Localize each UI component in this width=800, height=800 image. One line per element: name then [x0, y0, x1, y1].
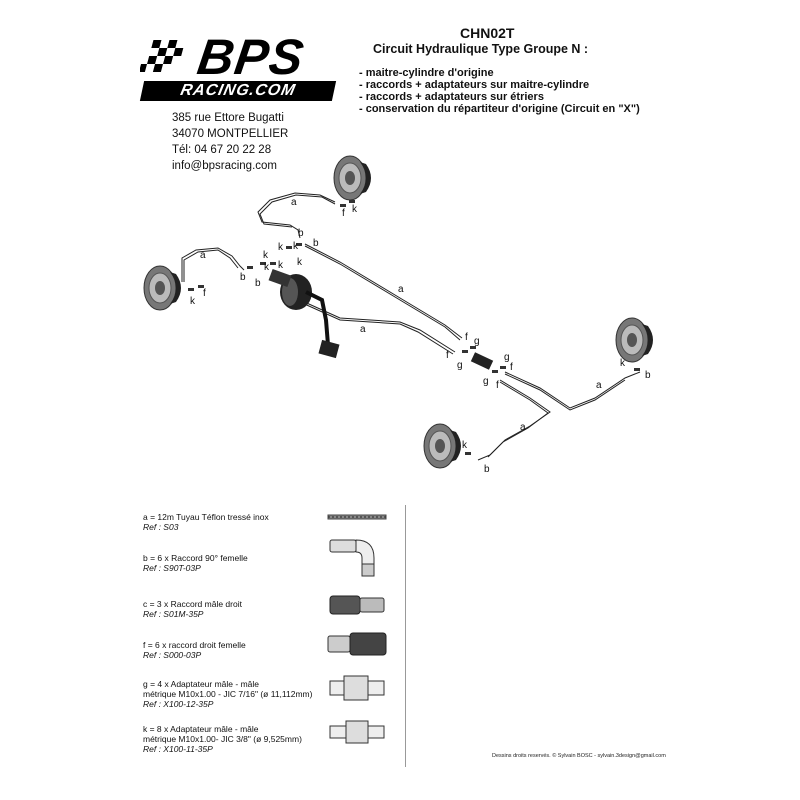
label-a: a	[360, 324, 366, 335]
address-email: info@bpsracing.com	[172, 160, 277, 172]
label-f: f	[446, 350, 449, 361]
feature-list: - maitre-cylindre d'origine - raccords +…	[359, 67, 640, 115]
label-g: g	[483, 376, 489, 387]
label-g: g	[474, 336, 480, 347]
label-a: a	[520, 422, 526, 433]
part-reference: Ref : S000-03P	[143, 650, 202, 660]
part-description: f = 6 x raccord droit femelle	[143, 640, 246, 650]
part-specification: métrique M10x1.00- JIC 3/8" (ø 9,525mm)	[143, 734, 302, 744]
label-k: k	[620, 358, 626, 369]
label-b: b	[240, 272, 246, 283]
label-f: f	[510, 362, 513, 373]
brake-line	[304, 245, 461, 341]
label-b: b	[484, 464, 490, 475]
part-item: k = 8 x Adaptateur mâle - mâle métrique …	[143, 724, 302, 754]
part-reference: Ref : X100-11-35P	[143, 744, 213, 754]
brake-disc-rear-left	[423, 423, 462, 469]
label-b: b	[255, 278, 261, 289]
adapter-3-8-icon	[329, 720, 385, 744]
label-b: b	[298, 228, 304, 239]
divider	[405, 505, 406, 767]
straight-male-fitting-icon	[329, 595, 385, 615]
brake-line	[487, 381, 549, 458]
part-item: g = 4 x Adaptateur mâle - mâle métrique …	[143, 679, 312, 709]
brake-line	[504, 371, 641, 409]
label-k: k	[190, 296, 196, 307]
part-description: a = 12m Tuyau Téflon tressé inox	[143, 512, 269, 522]
copyright-notice: Dessins droits reservés. © Sylvain BOSC …	[492, 753, 666, 759]
label-a: a	[200, 250, 206, 261]
brake-line	[183, 249, 239, 282]
part-reference: Ref : S03	[143, 522, 179, 532]
label-k: k	[263, 250, 269, 261]
part-item: f = 6 x raccord droit femelle Ref : S000…	[143, 640, 246, 660]
brake-line	[257, 192, 336, 239]
master-cylinder	[268, 268, 340, 359]
label-a: a	[398, 284, 404, 295]
part-item: b = 6 x Raccord 90° femelle Ref : S90T-0…	[143, 553, 248, 573]
brake-line	[181, 247, 245, 282]
part-description: k = 8 x Adaptateur mâle - mâle	[143, 724, 259, 734]
adapter-7-16-icon	[329, 675, 385, 701]
label-f: f	[496, 380, 499, 391]
address-city: 34070 MONTPELLIER	[172, 128, 289, 140]
part-description: c = 3 x Raccord mâle droit	[143, 599, 242, 609]
label-b: b	[313, 238, 319, 249]
label-f: f	[203, 288, 206, 299]
part-description: b = 6 x Raccord 90° femelle	[143, 553, 248, 563]
label-k: k	[352, 204, 358, 215]
label-k: k	[293, 241, 299, 252]
feature-item: - raccords + adaptateurs sur maitre-cyli…	[359, 79, 590, 91]
braided-hose-icon	[327, 514, 387, 520]
label-k: k	[297, 257, 303, 268]
label-a: a	[291, 197, 297, 208]
part-specification: métrique M10x1.00 - JIC 7/16" (ø 11,112m…	[143, 689, 313, 699]
elbow-fitting-icon	[329, 539, 375, 577]
label-k: k	[264, 262, 270, 273]
label-f: f	[465, 332, 468, 343]
kit-reference: CHN02T	[460, 25, 515, 41]
company-address: 385 rue Ettore Bugatti 34070 MONTPELLIER…	[172, 110, 288, 174]
label-b: b	[645, 370, 651, 381]
part-reference: Ref : X100-12-35P	[143, 699, 214, 709]
checkered-flag-icon	[140, 40, 184, 72]
circuit-title: Circuit Hydraulique Type Groupe N :	[373, 42, 589, 56]
label-g: g	[504, 352, 510, 363]
part-reference: Ref : S90T-03P	[143, 563, 201, 573]
brake-splitter	[470, 352, 494, 370]
label-g: g	[457, 360, 463, 371]
address-phone: Tél: 04 67 20 22 28	[172, 144, 272, 156]
part-item: a = 12m Tuyau Téflon tressé inox Ref : S…	[143, 512, 269, 532]
brake-disc-rear-right	[615, 317, 654, 363]
label-k: k	[462, 440, 468, 451]
brake-disc-front-right	[333, 155, 372, 201]
brake-disc-front-left	[143, 265, 182, 311]
straight-female-fitting-icon	[327, 632, 387, 656]
brake-line	[259, 194, 336, 228]
part-reference: Ref : S01M-35P	[143, 609, 204, 619]
address-street: 385 rue Ettore Bugatti	[172, 112, 284, 124]
label-k: k	[278, 242, 284, 253]
brake-line	[504, 373, 626, 411]
label-k: k	[278, 260, 284, 271]
brake-line	[304, 243, 463, 339]
label-a: a	[596, 380, 602, 391]
label-f: f	[342, 208, 345, 219]
part-item: c = 3 x Raccord mâle droit Ref : S01M-35…	[143, 599, 242, 619]
feature-item: - raccords + adaptateurs sur étriers	[359, 91, 544, 103]
part-description: g = 4 x Adaptateur mâle - mâle	[143, 679, 259, 689]
brake-line	[299, 299, 456, 353]
feature-item: - conservation du répartiteur d'origine …	[359, 103, 640, 115]
hydraulic-circuit-diagram: a f k a k f b b k k k k b k b k a a f g …	[143, 155, 654, 475]
feature-item: - maitre-cylindre d'origine	[359, 67, 494, 79]
